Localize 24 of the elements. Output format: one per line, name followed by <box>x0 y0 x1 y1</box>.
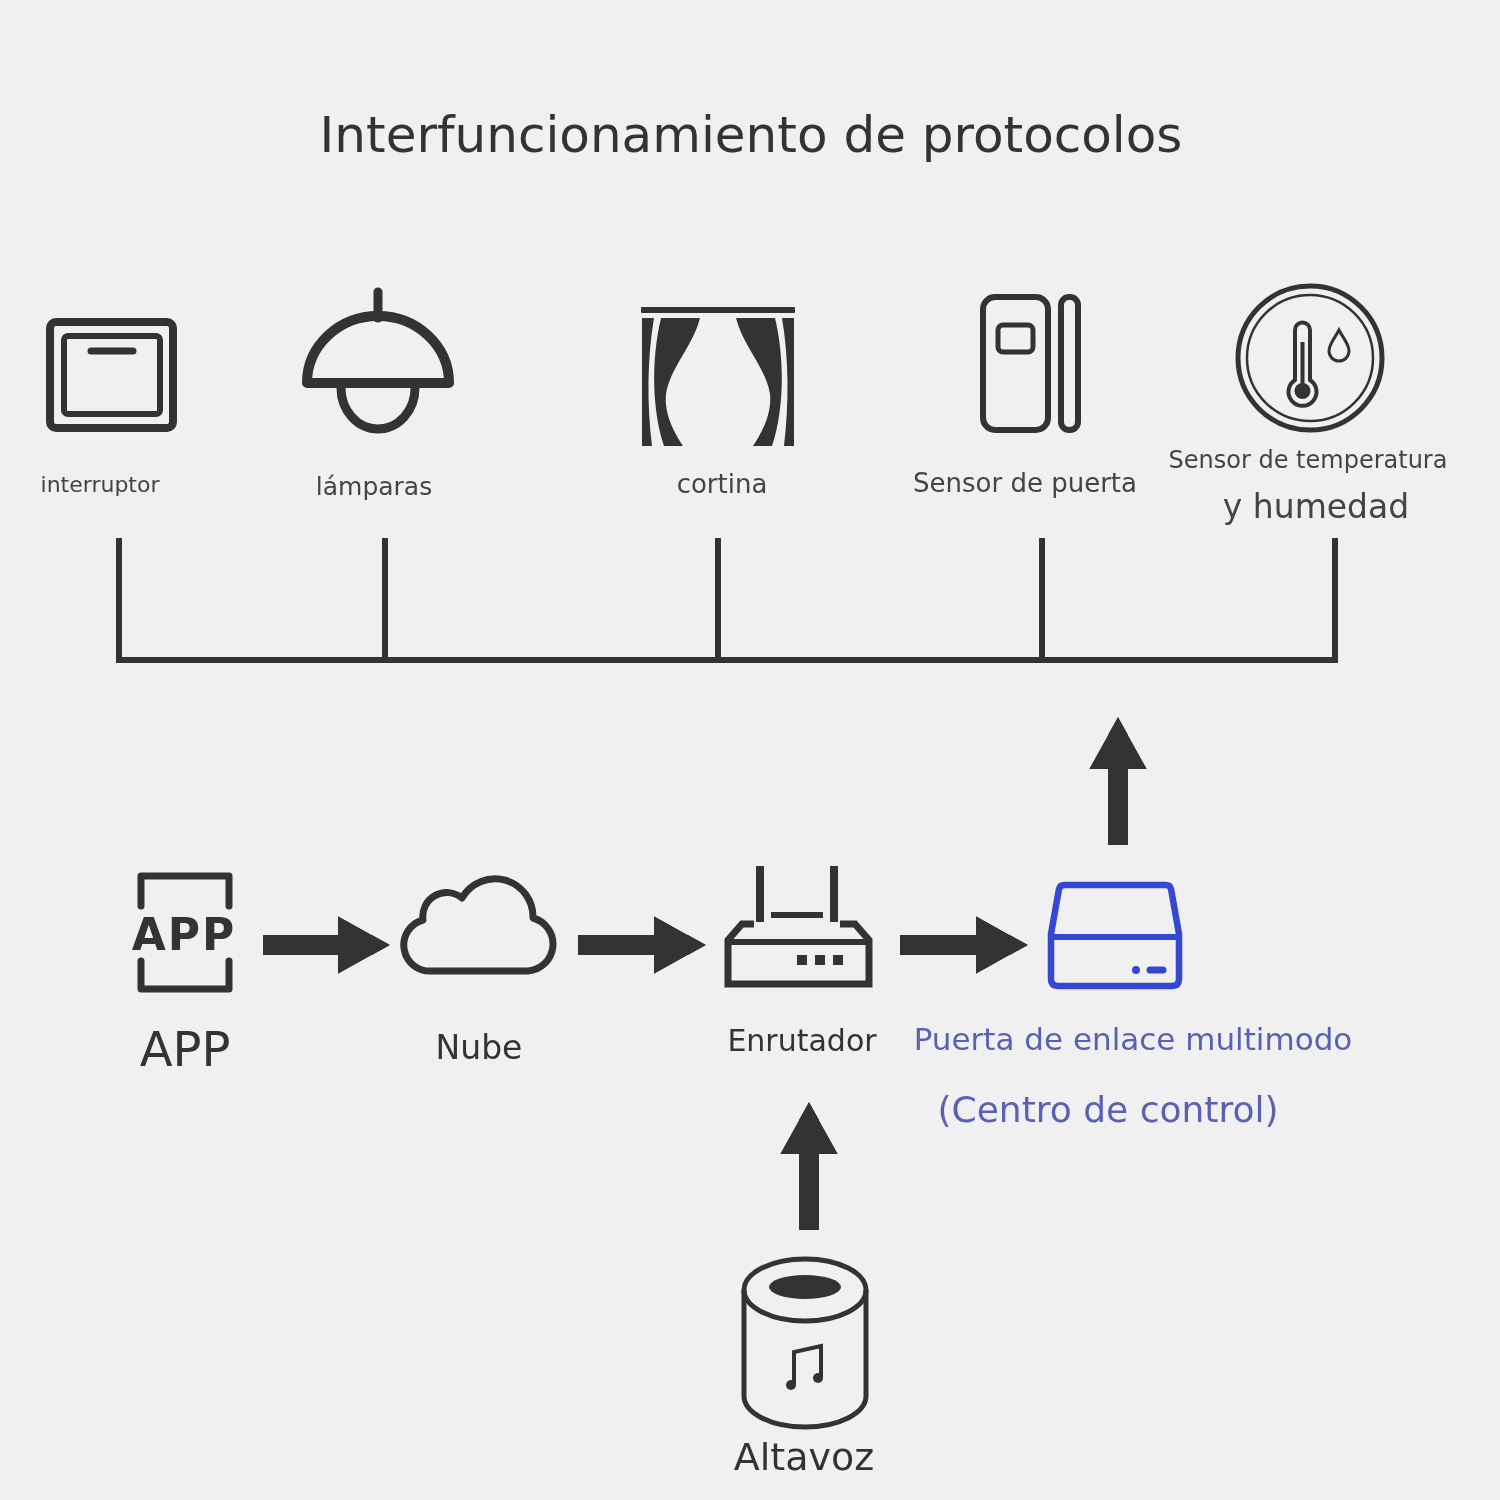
node-label: (Centro de control) <box>937 1088 1279 1132</box>
diagram-title: Interfuncionamiento de protocolos <box>319 105 1183 165</box>
connector-line <box>382 538 388 657</box>
device-label: cortina <box>676 469 768 501</box>
connector-line <box>116 538 122 657</box>
arrow <box>900 916 1028 974</box>
node-label: Puerta de enlace multimodo <box>913 1021 1353 1059</box>
device-label: y humedad <box>1222 487 1410 527</box>
arrow <box>1089 717 1147 845</box>
device-label: Sensor de temperatura <box>1168 445 1448 475</box>
connector-line <box>1332 538 1338 657</box>
device-label: lámparas <box>315 472 433 502</box>
node-label: Nube <box>435 1028 523 1068</box>
node-label: Altavoz <box>733 1435 875 1481</box>
node-label: Enrutador <box>727 1023 877 1059</box>
device-label: Sensor de puerta <box>913 468 1137 500</box>
connector-line <box>715 538 721 657</box>
connector-line <box>1039 538 1045 657</box>
arrow <box>780 1102 838 1230</box>
arrow <box>263 916 390 974</box>
icon-lettering: APP <box>131 913 237 957</box>
device-label: interruptor <box>40 471 160 499</box>
node-label: APP <box>139 1021 231 1079</box>
arrow <box>578 916 706 974</box>
